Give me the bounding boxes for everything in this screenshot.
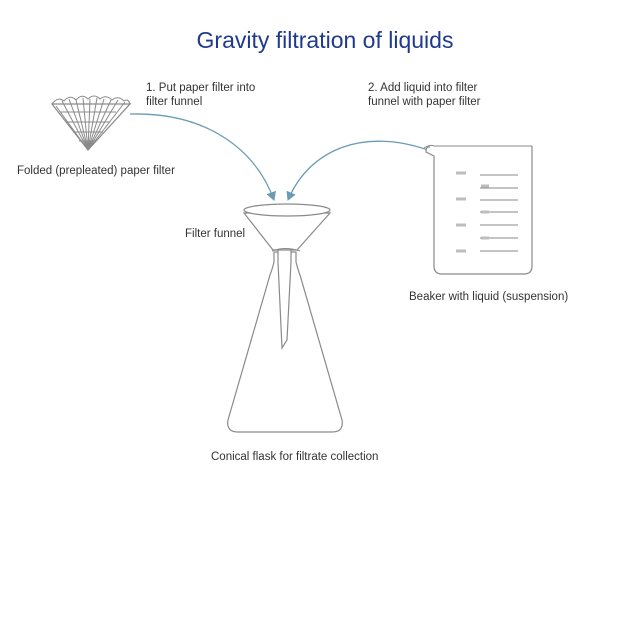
step-2-label-line-1: 2. Add liquid into filter [368, 82, 477, 94]
paper-filter-label: Folded (prepleated) paper filter [17, 165, 175, 177]
folded-paper-filter-icon [50, 95, 132, 151]
beaker-icon [423, 144, 533, 275]
step-2-arrow [286, 140, 429, 201]
step-2-label-line-2: funnel with paper filter [368, 96, 481, 108]
diagram-title: Gravity filtration of liquids [197, 27, 454, 53]
step-1-label-line-2: filter funnel [146, 96, 202, 108]
filter-funnel-icon [242, 203, 332, 350]
conical-flask-label: Conical flask for filtrate collection [211, 451, 378, 463]
beaker-label: Beaker with liquid (suspension) [409, 291, 568, 303]
filter-funnel-label: Filter funnel [185, 228, 245, 240]
step-1-arrow [129, 113, 276, 201]
step-1-label-line-1: 1. Put paper filter into [146, 82, 255, 94]
